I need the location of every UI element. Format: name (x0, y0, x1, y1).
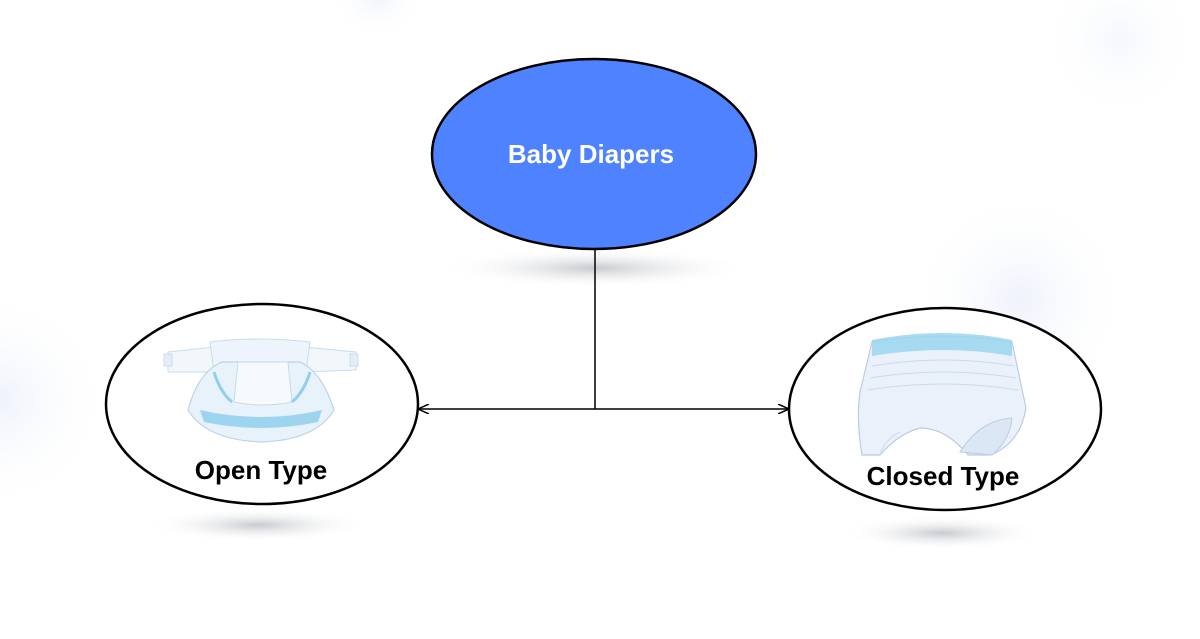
open-type-node: Open Type (104, 302, 420, 506)
root-node-label: Baby Diapers (508, 139, 674, 169)
root-node: Baby Diapers (430, 57, 758, 251)
closed-type-node: Closed Type (787, 306, 1103, 512)
open-type-label: Open Type (195, 455, 327, 485)
open-diaper-icon (163, 338, 359, 443)
open-type-node-shadow (148, 508, 368, 542)
pull-up-diaper-icon (857, 333, 1027, 456)
connector-lines (418, 249, 789, 409)
closed-type-label: Closed Type (867, 461, 1020, 491)
closed-type-node-shadow (842, 516, 1042, 550)
